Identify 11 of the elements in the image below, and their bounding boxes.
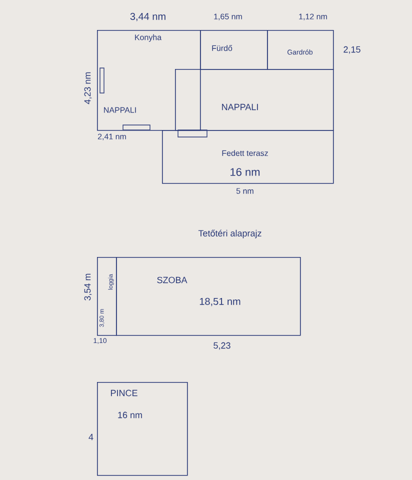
dimension-label: 3,54 m xyxy=(84,274,92,300)
heading: Tetőtéri alaprajz xyxy=(198,230,262,238)
dimension-label: 2,15 xyxy=(344,46,360,54)
room-outline: Konyha NAPPALI xyxy=(97,30,201,131)
room-outline: NAPPALI xyxy=(175,69,334,131)
dimension-label: 1,65 nm xyxy=(214,14,242,20)
dimension-label: 1,12 nm xyxy=(299,14,327,20)
room-outline: SZOBA 18,51 nm xyxy=(116,257,301,336)
room-outline: Fedett terasz 16 nm xyxy=(162,130,334,184)
room-outline: PINCE 16 nm xyxy=(97,382,188,476)
room-outline: Fürdő xyxy=(200,30,268,70)
